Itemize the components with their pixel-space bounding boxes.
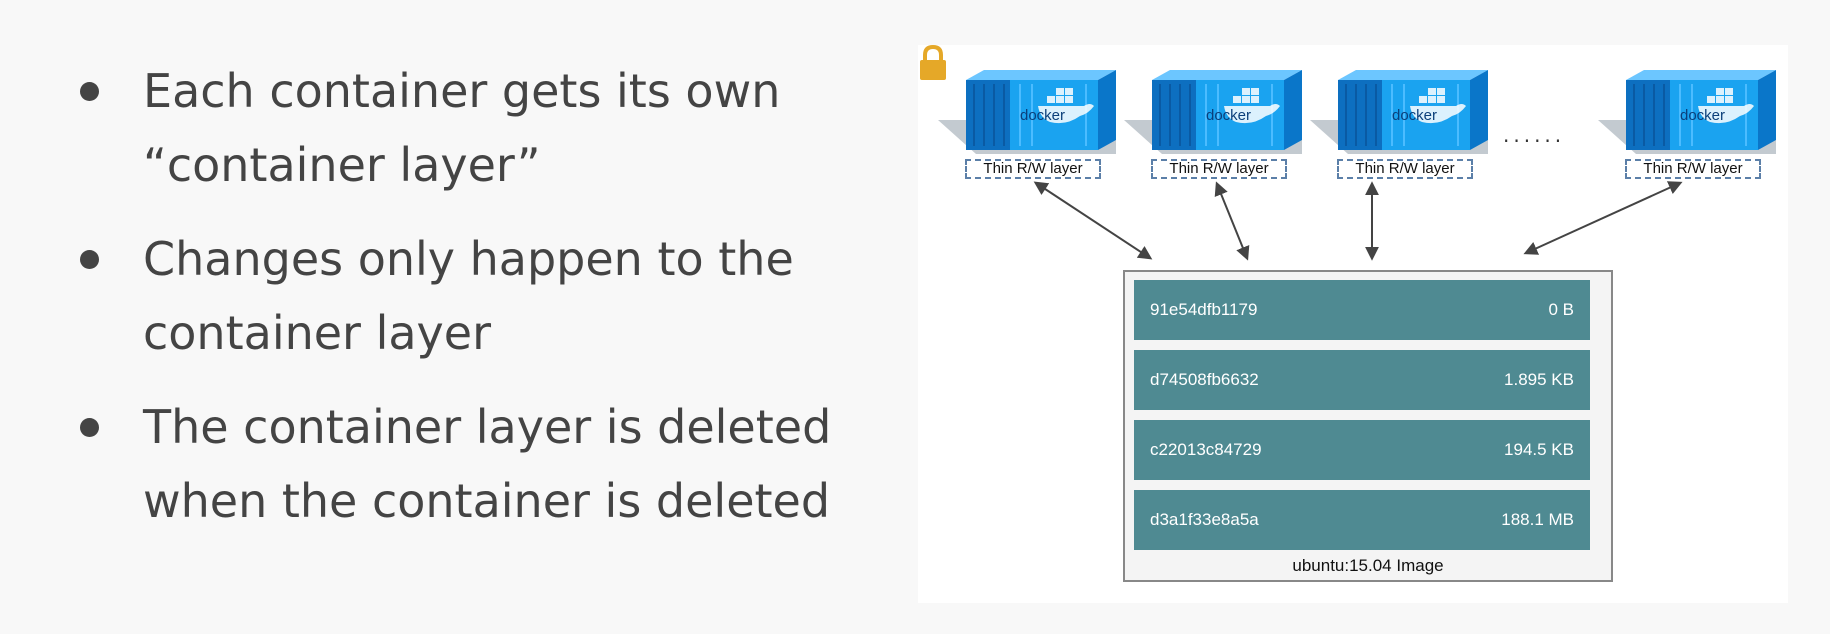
more-containers-ellipsis: ...... (1503, 123, 1566, 147)
diagram-graphics (937, 69, 1777, 261)
arrow-container-1 (1033, 181, 1153, 260)
bullet-text-line: Changes only happen to the (143, 232, 794, 286)
docker-logo-text: docker (1392, 107, 1438, 124)
docker-layers-diagram: docker docker docker docker Thin R/W lay… (918, 45, 1788, 603)
bullet-text-line: “container layer” (143, 138, 541, 192)
layer-id: c22013c84729 (1150, 440, 1262, 459)
thin-rw-layer-label: Thin R/W layer (1337, 159, 1473, 179)
bullet-item: Each container gets its own “container l… (70, 54, 870, 202)
thin-rw-layer-label: Thin R/W layer (1625, 159, 1761, 179)
padlock-icon (920, 45, 946, 80)
image-caption: ubuntu:15.04 Image (1292, 556, 1444, 575)
image-layer: d3a1f33e8a5a 188.1 MB (1134, 490, 1590, 550)
docker-logo-text: docker (1020, 107, 1066, 124)
thin-rw-layer-label: Thin R/W layer (1151, 159, 1287, 179)
docker-logo-text: docker (1206, 107, 1252, 124)
image-layer: c22013c84729 194.5 KB (1134, 420, 1590, 480)
layer-id: d3a1f33e8a5a (1150, 510, 1259, 529)
layer-size: 0 B (1548, 300, 1574, 319)
bullet-dot-icon (80, 418, 99, 437)
bullet-text-line: The container layer is deleted (143, 400, 832, 454)
docker-logo-text: docker (1680, 107, 1726, 124)
bullet-dot-icon (80, 82, 99, 101)
bullet-item: Changes only happen to the container lay… (70, 222, 870, 370)
bullet-text-line: when the container is deleted (143, 474, 831, 528)
layer-size: 188.1 MB (1501, 510, 1574, 529)
layer-id: d74508fb6632 (1150, 370, 1259, 389)
thin-rw-layer-label: Thin R/W layer (965, 159, 1101, 179)
bullet-text-line: Each container gets its own (143, 64, 781, 118)
bullet-list: Each container gets its own “container l… (70, 54, 870, 558)
layer-id: 91e54dfb1179 (1150, 300, 1258, 319)
image-layer: d74508fb6632 1.895 KB (1134, 350, 1590, 410)
arrow-container-2 (1214, 181, 1250, 261)
bullet-dot-icon (80, 250, 99, 269)
arrow-container-4 (1523, 181, 1683, 255)
image-layer: 91e54dfb1179 0 B (1134, 280, 1590, 340)
image-layers-box: 91e54dfb1179 0 B d74508fb6632 1.895 KB c… (1123, 270, 1613, 582)
layer-size: 194.5 KB (1504, 440, 1574, 459)
bullet-item: The container layer is deleted when the … (70, 390, 870, 538)
layer-size: 1.895 KB (1504, 370, 1574, 389)
bullet-text-line: container layer (143, 306, 491, 360)
